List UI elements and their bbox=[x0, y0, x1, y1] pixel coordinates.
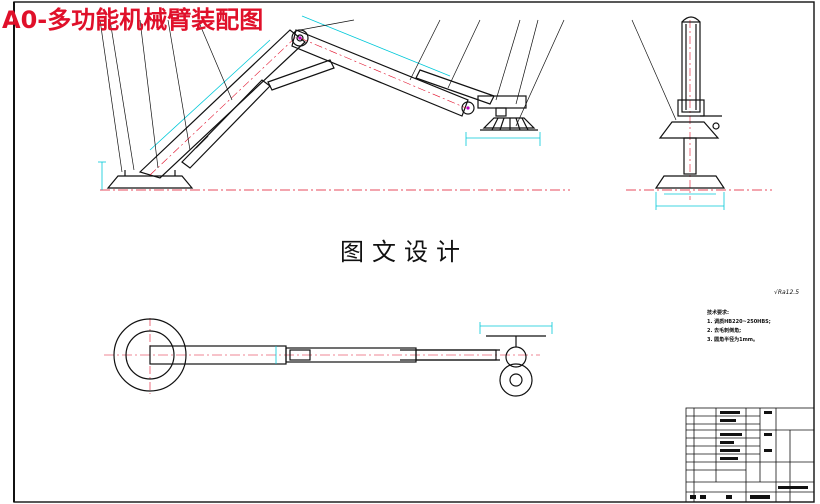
technical-requirements: 技术要求: 1. 调质HB220~250HBS; 2. 去毛刺倒角; 3. 圆角… bbox=[707, 309, 771, 345]
title-block-fill bbox=[690, 411, 808, 499]
leader-lines bbox=[99, 19, 565, 173]
top-view bbox=[104, 318, 553, 397]
top-base-inner bbox=[125, 330, 175, 380]
front-view bbox=[98, 15, 570, 191]
side-spreader bbox=[658, 121, 720, 139]
side-leader bbox=[631, 19, 677, 121]
side-dimensions bbox=[655, 192, 725, 210]
top-roller-inner bbox=[509, 373, 523, 387]
boom-cylinder bbox=[181, 79, 271, 169]
hatch-marks bbox=[298, 36, 470, 110]
tech-notes-item: 2. 去毛刺倒角; bbox=[707, 328, 742, 334]
upper-arm bbox=[291, 29, 469, 117]
roughness-symbol: √Ra12.5 bbox=[774, 289, 800, 296]
top-base-outer bbox=[113, 318, 187, 392]
wrist-cylinder bbox=[415, 69, 495, 105]
side-joint bbox=[677, 99, 705, 117]
top-roller-outer bbox=[499, 363, 533, 397]
side-base bbox=[654, 175, 726, 189]
arm-base bbox=[106, 175, 194, 189]
watermark-text: 图文设计 bbox=[340, 238, 468, 266]
tech-notes-heading: 技术要求: bbox=[707, 310, 729, 316]
front-dimensions bbox=[98, 15, 541, 190]
spreader-tool bbox=[482, 117, 536, 129]
tech-notes-item: 1. 调质HB220~250HBS; bbox=[707, 319, 771, 325]
side-view bbox=[626, 16, 772, 210]
side-mast bbox=[681, 21, 701, 113]
sheet-title: A0-多功能机械臂装配图 bbox=[2, 6, 264, 34]
arm-cylinder bbox=[267, 59, 335, 91]
top-dimensions bbox=[275, 322, 553, 364]
tech-notes-item: 3. 圆角半径为1mm。 bbox=[707, 337, 759, 343]
lower-boom bbox=[138, 29, 306, 179]
title-block bbox=[685, 407, 815, 503]
wrist-joint bbox=[461, 101, 475, 115]
side-column bbox=[683, 137, 697, 175]
